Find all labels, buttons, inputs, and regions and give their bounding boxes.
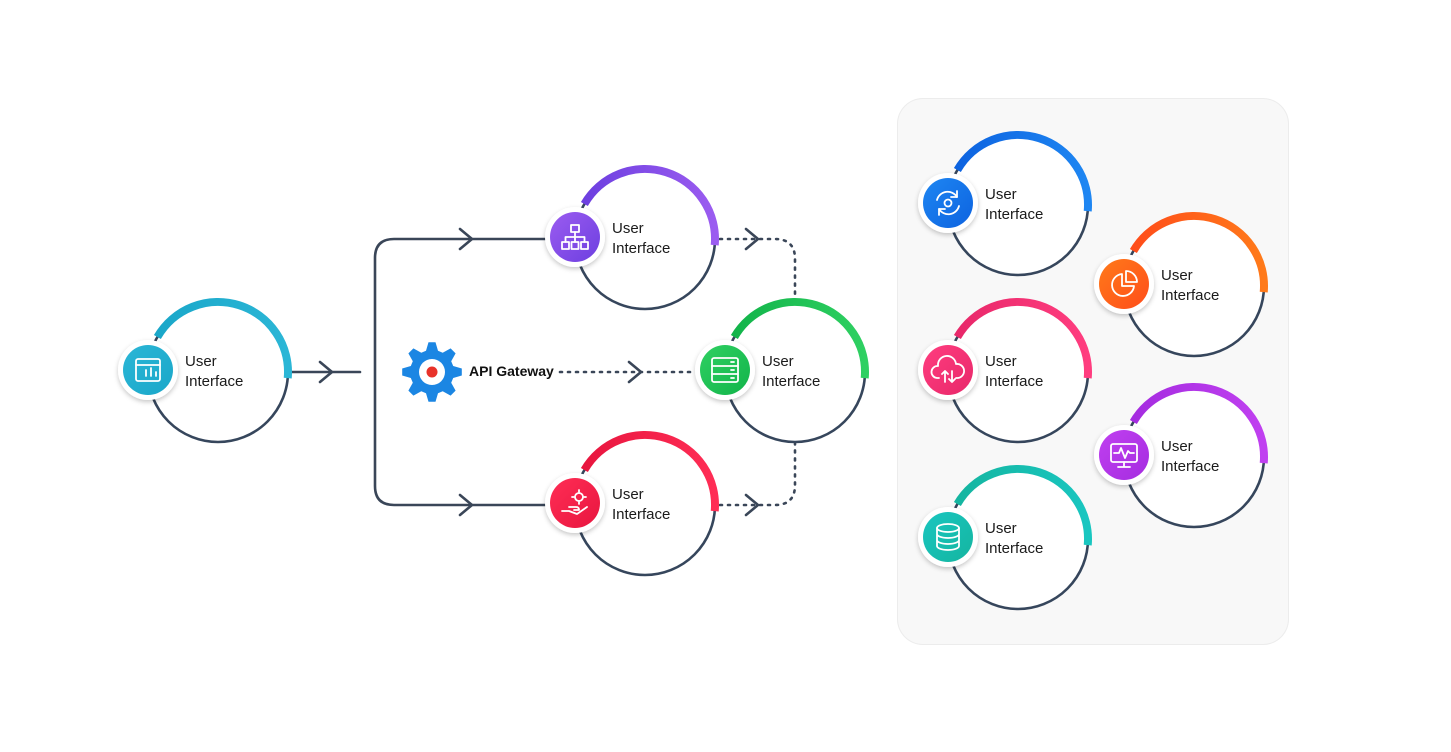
cloud-sync-icon [930,355,965,383]
node-source-accent-arc [153,298,292,379]
node-top [545,165,719,311]
node-database-badge [923,512,973,562]
database-icon [936,523,960,551]
sync-gear-icon [936,190,960,216]
service-hand-icon [561,489,588,515]
arrow-bottom [458,493,474,517]
gear-core-dot [426,366,438,378]
node-label-line2: Interface [985,373,1044,390]
node-sync-badge [923,178,973,228]
node-cloud-badge [923,345,973,395]
node-label-line2: Interface [1161,287,1220,304]
node-label-line2: Interface [185,373,244,390]
server-icon [711,357,739,383]
node-label-line1: User [185,353,217,370]
node-sync-accent-arc [953,131,1092,212]
gear-icon [402,342,462,402]
arrow-top [458,227,474,251]
arrow-bottom-dash [744,493,760,517]
node-label-line1: User [1161,267,1193,284]
node-source-badge [123,345,173,395]
node-chart-badge [1099,259,1149,309]
node-label-line2: Interface [985,206,1044,223]
node-label-line1: User [612,486,644,503]
node-label-line2: Interface [612,240,671,257]
node-monitor [1094,383,1268,529]
node-chart-accent-arc [1129,212,1268,293]
sitemap-icon [561,224,589,250]
arrow-source [318,360,334,384]
node-center-accent-arc [730,298,869,379]
node-label-line1: User [985,186,1017,203]
node-bottom-badge [550,478,600,528]
node-database-accent-arc [953,465,1092,546]
node-label-line2: Interface [762,373,821,390]
node-bottom [545,431,719,577]
node-monitor-accent-arc [1129,383,1268,464]
monitor-pulse-icon [1110,443,1138,468]
node-label-line1: User [762,353,794,370]
node-label-line1: User [612,220,644,237]
node-label-line1: User [985,353,1017,370]
node-source [118,298,292,444]
node-cloud-accent-arc [953,298,1092,379]
node-chart [1094,212,1268,358]
arrow-top-dash [744,227,760,251]
link-top-center [718,237,797,298]
link-splitter [373,237,552,507]
node-label-line1: User [1161,438,1193,455]
node-label-line2: Interface [612,506,671,523]
node-label-line1: User [985,520,1017,537]
node-center [695,298,869,444]
node-bottom-accent-arc [580,431,719,512]
pie-chart-icon [1111,270,1138,297]
node-label-line2: Interface [1161,458,1220,475]
node-sync [918,131,1092,277]
node-center-badge [700,345,750,395]
link-bottom-center [718,441,797,507]
node-cloud [918,298,1092,444]
arrow-gateway [627,360,643,384]
api-gateway-label: API Gateway [469,363,554,379]
node-top-accent-arc [580,165,719,246]
node-database [918,465,1092,611]
dashboard-icon [135,358,161,382]
node-label-line2: Interface [985,540,1044,557]
